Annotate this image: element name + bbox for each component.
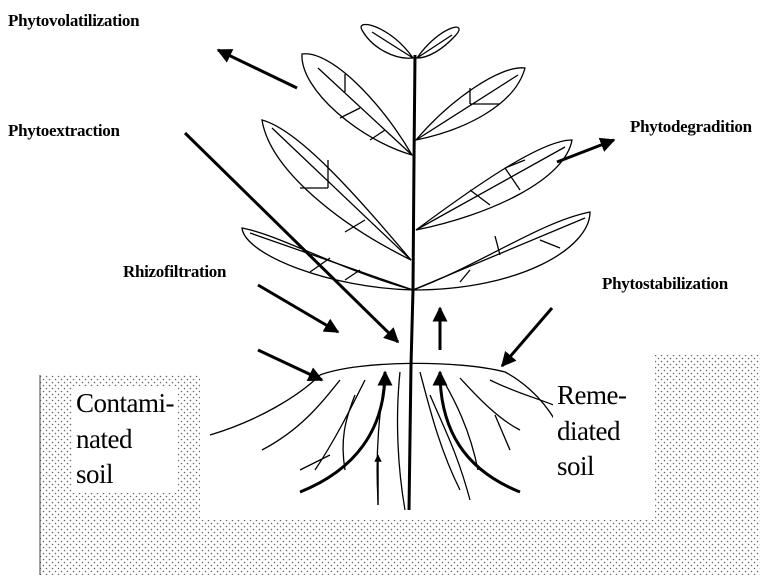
- arrow-rhizofiltration-lower: [258, 350, 322, 380]
- label-contaminated-soil: Contami- nated soil: [72, 386, 178, 493]
- plant-stem: [409, 55, 415, 510]
- label-phytoextraction: Phytoextraction: [8, 122, 120, 139]
- arrow-phytoextraction: [185, 133, 398, 342]
- arrow-phytodegradation: [557, 140, 614, 162]
- arrow-root-left-curve: [300, 372, 385, 492]
- arrow-rhizofiltration-upper: [258, 285, 338, 332]
- arrows: [185, 50, 614, 505]
- label-phytostabilization: Phytostabilization: [602, 275, 728, 292]
- label-phytodegradation: Phytodegradition: [630, 118, 752, 135]
- label-rhizofiltration: Rhizofiltration: [123, 263, 226, 280]
- label-remediated-soil: Reme- diated soil: [553, 378, 630, 485]
- arrow-phytovolatilization: [218, 50, 297, 88]
- label-phytovolatilization: Phytovolatilization: [8, 12, 139, 29]
- arrow-phytostabilization: [502, 308, 552, 366]
